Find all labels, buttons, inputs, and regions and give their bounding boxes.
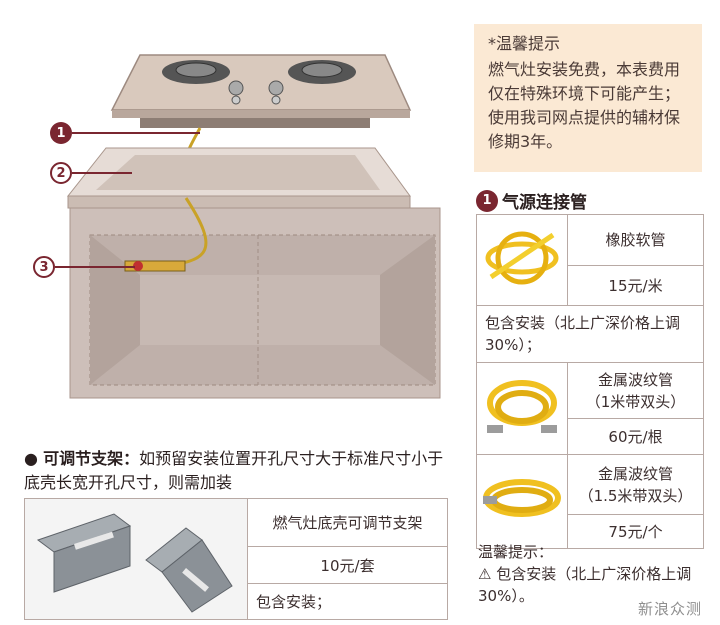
metal-corrugated-hose-icon: [487, 379, 557, 433]
bracket-heading: ● 可调节支架：如预留安装位置开孔尺寸大于标准尺寸小于底壳长宽开孔尺寸，则需加装: [24, 447, 444, 495]
bracket-name: 燃气灶底壳可调节支架: [247, 497, 448, 548]
bracket-desc: 如预留安装位置开孔尺寸大于标准尺寸小于底壳长宽开孔尺寸，则需加装: [24, 449, 444, 492]
gas-section-title: 气源连接管: [502, 193, 587, 213]
metal-hose-1m-image: [476, 362, 568, 455]
warning-icon: ⚠: [478, 565, 492, 583]
callout-1: 1: [50, 122, 72, 144]
rubber-hose-image: [476, 214, 568, 306]
tip-title: *温馨提示: [488, 34, 561, 53]
metal-hose-1-5m-price: 75元/个: [567, 514, 704, 549]
metal-hose-1m-name-line2: （1米带双头）: [585, 392, 686, 411]
bracket-price: 10元/套: [247, 546, 448, 584]
bullet-dot: ●: [24, 449, 38, 468]
bracket-table: 燃气灶底壳可调节支架 10元/套 包含安装；: [24, 497, 448, 621]
metal-hose-1-5m-name: 金属波纹管 （1.5米带双头）: [567, 454, 704, 515]
stove-cabinet-illustration: [66, 54, 441, 399]
bracket-label: 可调节支架：: [43, 449, 140, 468]
yellow-rubber-hose-icon: [485, 231, 559, 285]
rubber-hose-name: 橡胶软管: [567, 214, 704, 266]
metal-hose-1m-name-line1: 金属波纹管: [597, 370, 673, 389]
metal-hose-1-5m-name-line1: 金属波纹管: [597, 464, 673, 483]
footer-note-title: 温馨提示：: [478, 543, 554, 561]
metal-hose-1-5m-image: [476, 454, 568, 549]
callout-2: 2: [50, 162, 72, 184]
bracket-image: [24, 498, 248, 620]
footer-note: 温馨提示： ⚠ 包含安装（北上广深价格上调30%）。: [478, 541, 708, 607]
gas-section-heading: 1 气源连接管: [476, 188, 587, 213]
section-number-badge: 1: [476, 189, 498, 212]
callout-3-line: [55, 266, 135, 268]
callout-2-line: [72, 172, 132, 174]
bracket-note: 包含安装；: [247, 582, 448, 621]
metal-hose-1m-name: 金属波纹管 （1米带双头）: [567, 362, 704, 419]
footer-note-text: 包含安装（北上广深价格上调30%）。: [478, 565, 692, 605]
callout-3: 3: [33, 256, 55, 278]
watermark: 新浪众测: [638, 600, 703, 618]
metal-corrugated-hose-icon: [483, 478, 561, 517]
tip-box: *温馨提示 燃气灶安装免费，本表费用仅在特殊环境下可能产生；使用我司网点提供的辅…: [474, 24, 702, 172]
metal-hose-1m-price: 60元/根: [567, 418, 704, 455]
gas-pipe-table: 橡胶软管 15元/米 包含安装（北上广深价格上调30%）； 金属波纹管 （1米带…: [476, 214, 704, 549]
countertop: [66, 147, 411, 209]
tip-body: 燃气灶安装免费，本表费用仅在特殊环境下可能产生；使用我司网点提供的辅材保修期3年…: [488, 60, 681, 151]
metal-hose-1-5m-name-line2: （1.5米带双头）: [578, 486, 693, 505]
rubber-hose-note: 包含安装（北上广深价格上调30%）；: [476, 305, 704, 363]
callout-1-line: [72, 132, 200, 134]
footer-note-body: ⚠ 包含安装（北上广深价格上调30%）。: [478, 563, 708, 607]
metal-bracket-icon: [36, 513, 233, 613]
rubber-hose-price: 15元/米: [567, 264, 704, 307]
cabinet: [69, 207, 441, 399]
gas-stove: [110, 54, 412, 128]
